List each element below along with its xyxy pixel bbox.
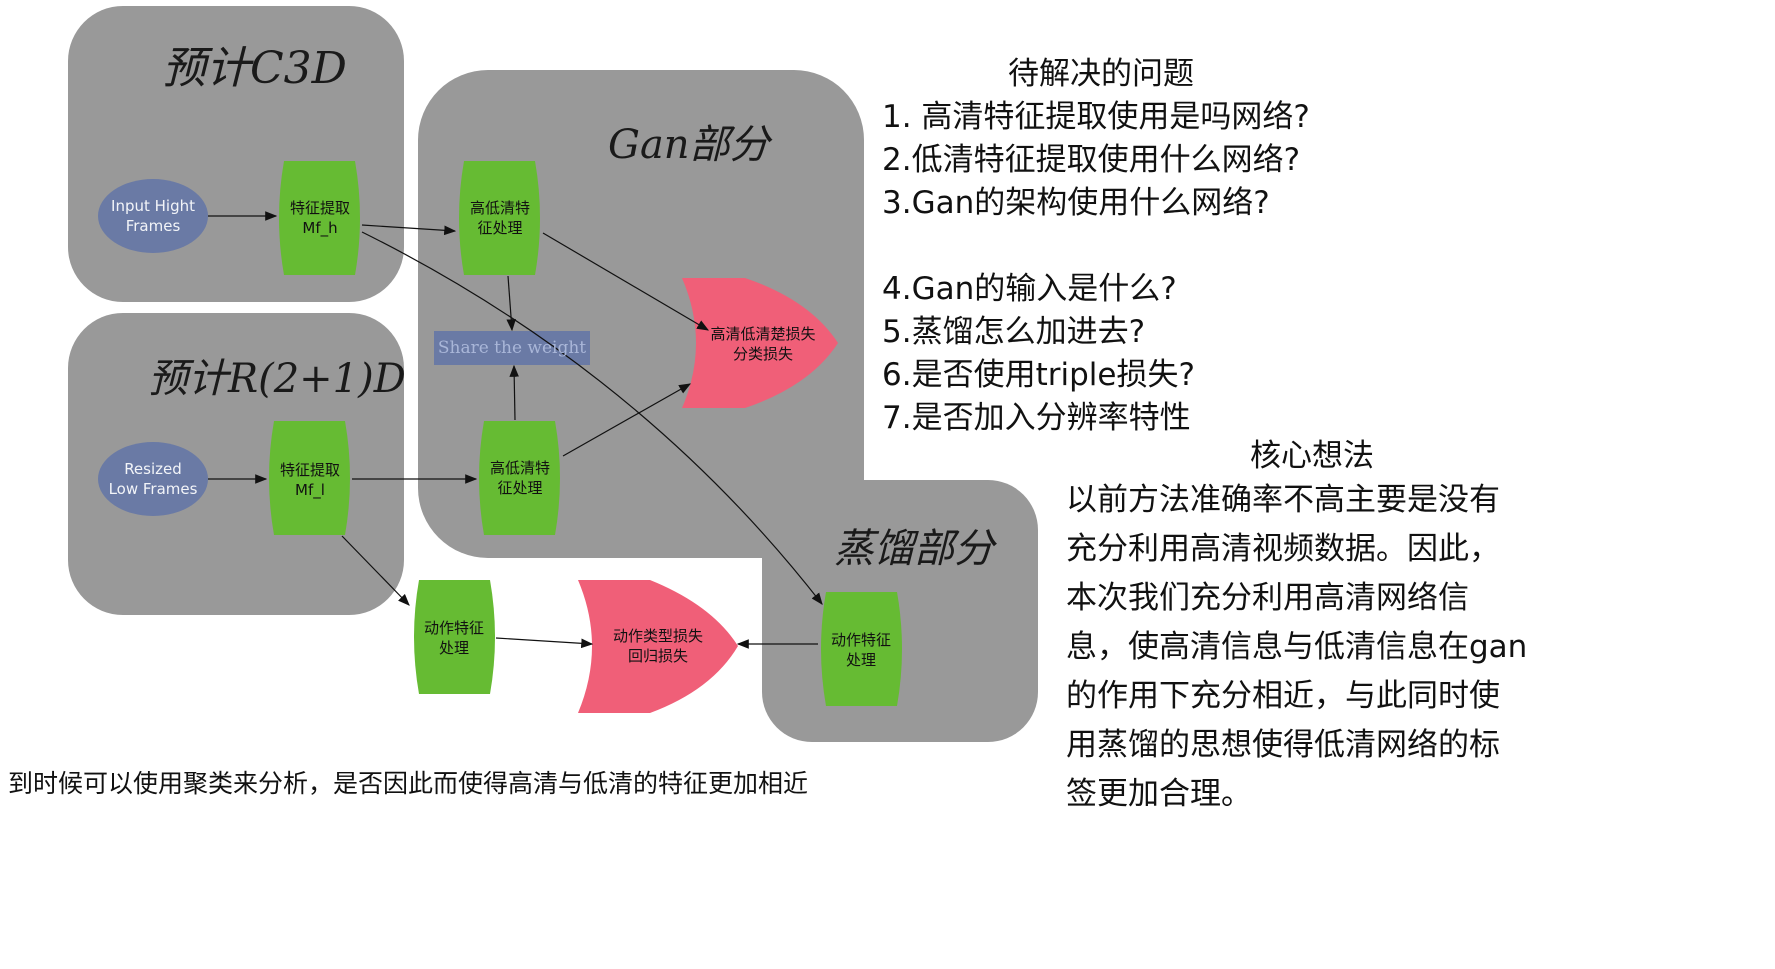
- loss-cls-node: [682, 278, 838, 408]
- questions-heading: 待解决的问题: [1008, 56, 1194, 92]
- question-item: 2.低清特征提取使用什么网络?: [882, 142, 1301, 178]
- loss-action-node: [578, 580, 738, 713]
- arrow-gan-bottom-to-loss-cls: [562, 383, 692, 457]
- input-high-node: [98, 179, 208, 253]
- arrow-gan-bottom-to-share: [509, 364, 519, 421]
- question-item: 4.Gan的输入是什么?: [882, 271, 1177, 307]
- gan-proc-top-label: 高低清特 征处理: [469, 199, 530, 237]
- core-idea-body: 以前方法准确率不高主要是没有 充分利用高清视频数据。因此， 本次我们充分利用高清…: [1066, 476, 1527, 819]
- gan-proc-bottom-label: 高低清特 征处理: [489, 459, 550, 497]
- region-title-distill: 蒸馏部分: [834, 526, 994, 572]
- region-title-c3d: 预计C3D: [162, 43, 347, 94]
- arrow-feat-low-to-action-left: [341, 535, 410, 606]
- share-weight-label: Share the weight: [437, 338, 587, 358]
- input-high-label: Input Hight Frames: [111, 197, 195, 235]
- share-weight-box: [434, 331, 590, 365]
- question-item: 7.是否加入分辨率特性: [882, 400, 1191, 436]
- gan-proc-bottom-node: [479, 421, 560, 535]
- action-proc-left-label: 动作特征 处理: [423, 619, 484, 657]
- resized-low-node: [98, 442, 208, 516]
- core-idea-line: 本次我们充分利用高清网络信: [1066, 580, 1469, 616]
- core-idea-heading: 核心想法: [1250, 438, 1374, 474]
- gan-proc-top-node: [459, 161, 540, 275]
- region-join: [762, 480, 864, 560]
- loss-cls-label: 高清低清楚损失 分类损失: [710, 325, 816, 363]
- arrow-gan-top-to-loss-cls: [542, 232, 710, 331]
- action-proc-left-node: [414, 580, 495, 694]
- loss-action-label: 动作类型损失 回归损失: [612, 627, 703, 665]
- core-idea-line: 息，使高清信息与低清信息在gan: [1066, 629, 1528, 665]
- core-idea-line: 以前方法准确率不高主要是没有: [1066, 482, 1500, 518]
- feat-low-label: 特征提取 Mf_l: [279, 461, 340, 499]
- arrow-gan-top-to-share: [506, 275, 516, 332]
- question-item: [882, 225, 1310, 268]
- question-item: 3.Gan的架构使用什么网络?: [882, 185, 1270, 221]
- core-idea-line: 签更加合理。: [1066, 776, 1252, 812]
- feat-high-node: [279, 161, 360, 275]
- feat-high-label: 特征提取 Mf_h: [289, 199, 350, 237]
- action-proc-right-node: [821, 592, 902, 706]
- core-idea-line: 的作用下充分相近，与此同时使: [1066, 678, 1500, 714]
- arrow-action-left-to-loss: [495, 637, 594, 649]
- resized-low-label: Resized Low Frames: [108, 460, 198, 498]
- feat-low-node: [269, 421, 350, 535]
- footnote: 到时候可以使用聚类来分析，是否因此而使得高清与低清的特征更加相近: [8, 769, 809, 798]
- questions-list: 1. 高清特征提取使用是吗网络? 2.低清特征提取使用什么网络? 3.Gan的架…: [882, 96, 1310, 440]
- region-title-gan: Gan部分: [608, 122, 770, 168]
- question-item: 6.是否使用triple损失?: [882, 357, 1195, 393]
- question-item: 5.蒸馏怎么加进去?: [882, 314, 1146, 350]
- core-idea-line: 用蒸馏的思想使得低清网络的标: [1066, 727, 1500, 763]
- question-item: 1. 高清特征提取使用是吗网络?: [882, 99, 1310, 135]
- arrow-feat-high-to-gan-top: [361, 224, 457, 236]
- arrow-feat-high-to-action-right: [361, 231, 823, 605]
- region-title-r21d: 预计R(2+1)D: [148, 356, 406, 402]
- action-proc-right-label: 动作特征 处理: [830, 631, 891, 669]
- core-idea-line: 充分利用高清视频数据。因此，: [1066, 531, 1500, 567]
